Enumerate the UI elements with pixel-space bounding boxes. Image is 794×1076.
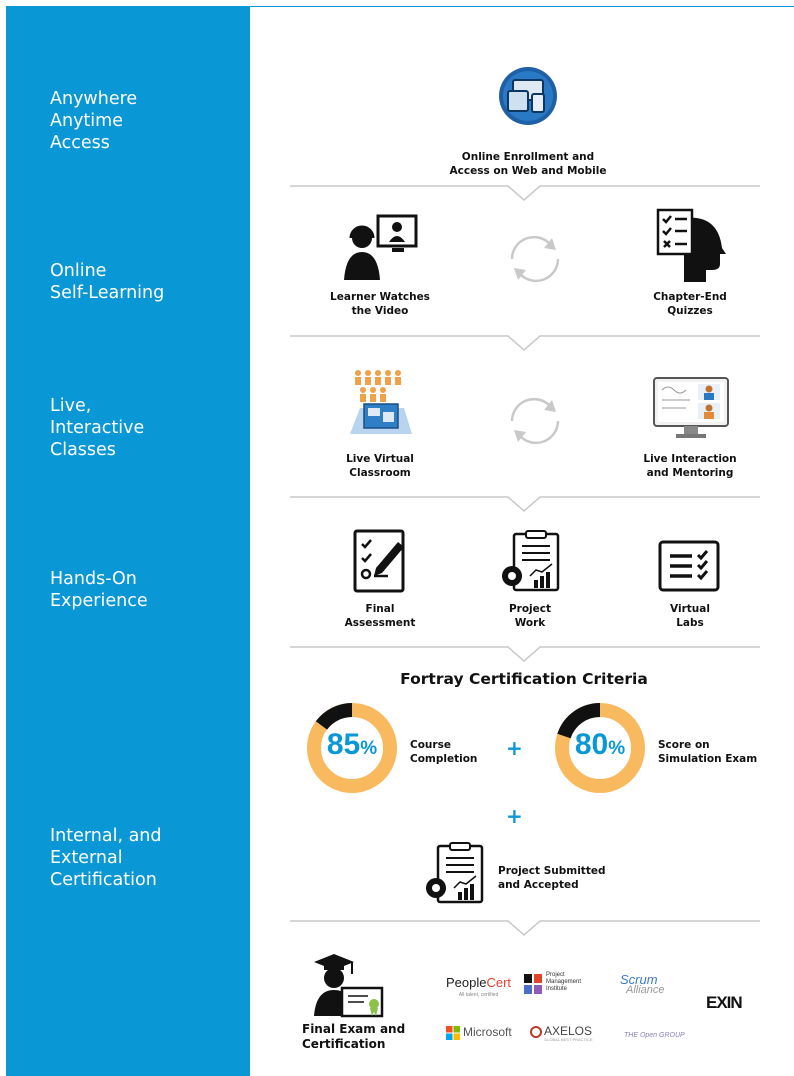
peoplecert-logo: PeopleCert All talent, certified: [446, 975, 512, 998]
scrum-alliance-logo: Scrum Alliance: [620, 972, 665, 996]
exin-logo: EXIN: [706, 993, 743, 1012]
graduate-certificate-icon: [314, 954, 384, 1018]
project-submitted-label: Project Submitted and Accepted: [498, 865, 606, 891]
open-group-logo: THE Open GROUP: [624, 1032, 685, 1039]
separator-1: [290, 185, 760, 201]
pmi-mark-icon: [524, 974, 542, 994]
criteria-title: Fortray Certification Criteria: [400, 670, 648, 688]
separator-5: [290, 920, 760, 936]
exam-score-donut: [555, 703, 645, 793]
watch-caption: Learner Watches the Video: [330, 291, 430, 317]
project-work-icon: [502, 530, 560, 592]
classroom-caption: Live Virtual Classroom: [346, 453, 414, 479]
quizzes-caption: Chapter-End Quizzes: [653, 291, 727, 317]
plus-sign-1: +: [506, 736, 523, 760]
cycle-arrows-icon: [510, 397, 560, 445]
stage-live-classes: Live, Interactive Classes: [50, 396, 145, 460]
separator-2: [290, 335, 760, 351]
axelos-mark-icon: [530, 1026, 542, 1038]
enroll-caption: Online Enrollment and Access on Web and …: [449, 151, 607, 177]
learner-video-icon: [344, 214, 418, 280]
virtual-classroom-icon: [350, 370, 412, 434]
project-submitted-icon: [426, 842, 484, 904]
stage-self-learning: Online Self-Learning: [50, 261, 165, 303]
course-completion-donut: [307, 703, 397, 793]
exam-score-value: 80%: [574, 728, 626, 761]
exam-score-label: Score on Simulation Exam: [658, 739, 758, 765]
assessment-icon: [353, 529, 405, 593]
course-completion-label: Course Completion: [410, 739, 478, 765]
stage-certification: Internal, and External Certification: [50, 826, 162, 890]
quiz-head-icon: [656, 208, 726, 282]
stage-hands-on: Hands-On Experience: [50, 569, 148, 611]
separator-4: [290, 646, 760, 662]
top-rule: [250, 6, 794, 7]
course-completion-value: 85%: [326, 728, 378, 761]
separator-3: [290, 496, 760, 512]
microsoft-mark-icon: [446, 1026, 460, 1040]
live-mentoring-icon: [653, 377, 729, 438]
plus-sign-2: +: [506, 804, 523, 828]
project-caption: Project Work: [508, 603, 552, 629]
final-exam-label: Final Exam and Certification: [302, 1022, 406, 1051]
cycle-arrows-icon: [510, 235, 560, 283]
labs-caption: Virtual Labs: [670, 603, 710, 629]
sidebar: Anywhere Anytime Access Online Self-Lear…: [6, 6, 250, 1076]
devices-icon: [499, 67, 557, 125]
pmi-logo: Project Management Institute: [524, 972, 604, 998]
checklist-icon: [658, 540, 720, 592]
assessment-caption: Final Assessment: [344, 603, 416, 629]
stage-access: Anywhere Anytime Access: [50, 89, 138, 153]
mentoring-caption: Live Interaction and Mentoring: [643, 453, 737, 479]
